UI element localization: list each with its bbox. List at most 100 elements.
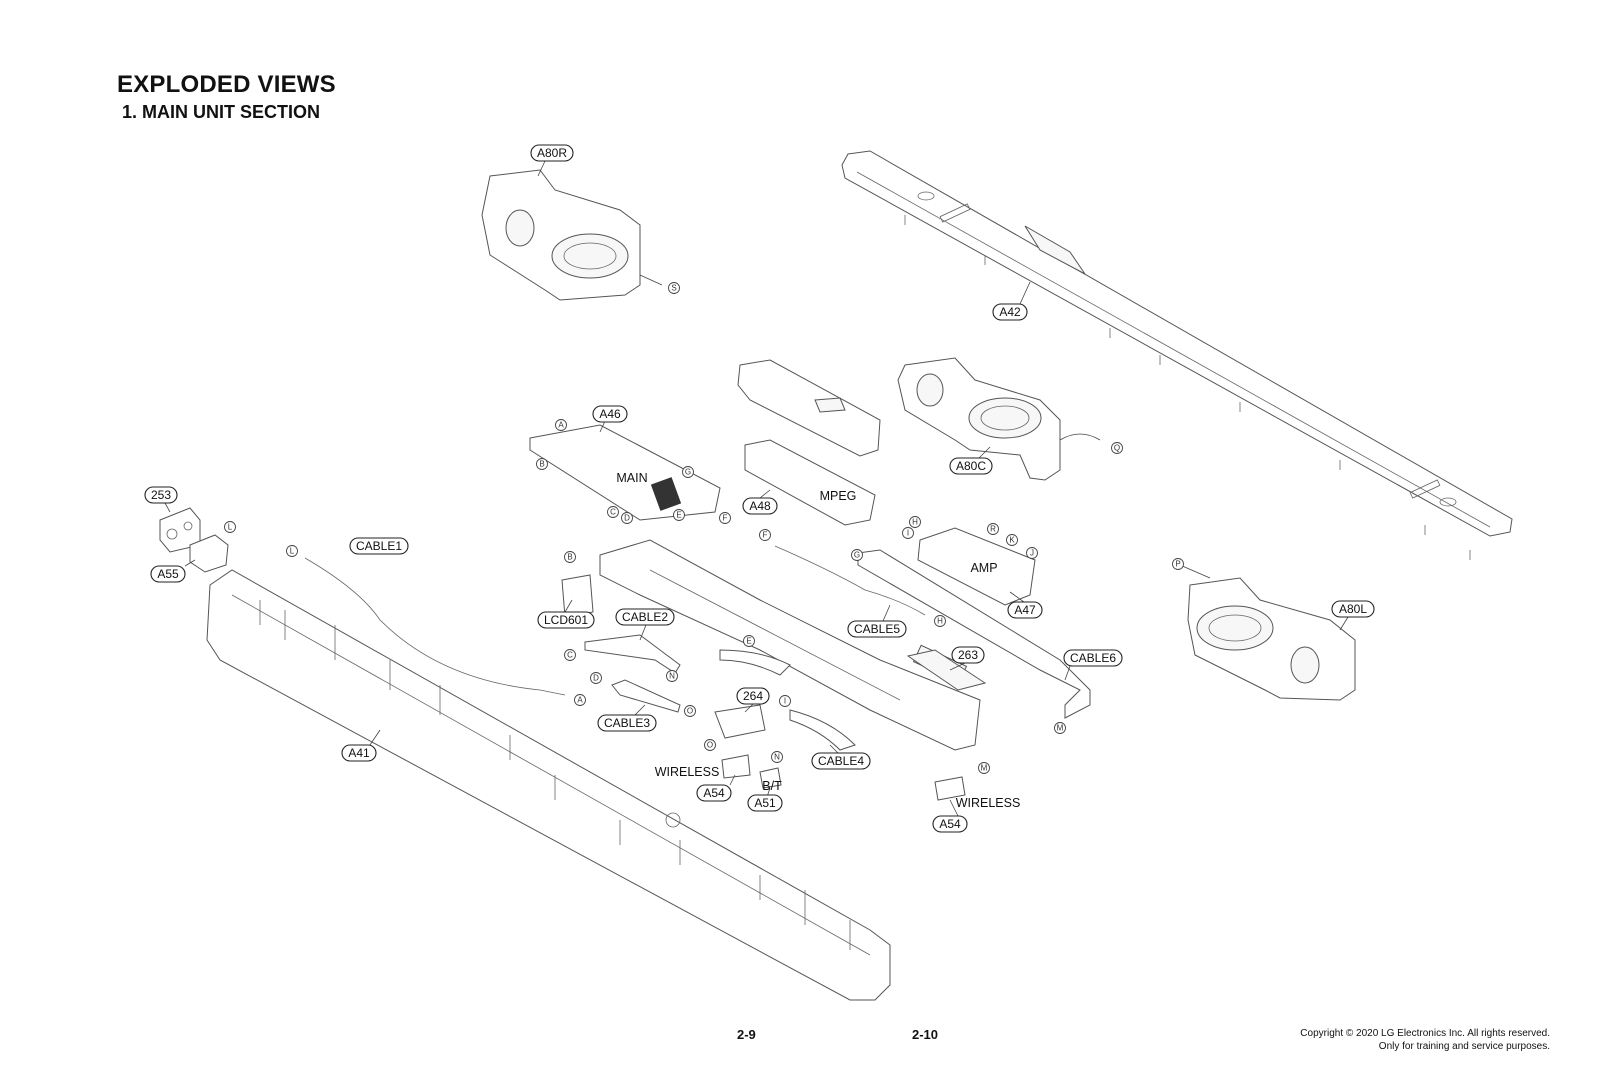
connector-marker-o-cable3: O bbox=[684, 705, 696, 717]
part-264-module bbox=[714, 704, 766, 739]
connector-marker-l-top: L bbox=[224, 521, 236, 533]
svg-text:CABLE1: CABLE1 bbox=[356, 539, 402, 553]
module-label-bt: B/T bbox=[762, 779, 782, 793]
svg-text:D: D bbox=[624, 514, 630, 523]
part-cable6 bbox=[857, 549, 1091, 719]
part-cable5 bbox=[774, 545, 926, 616]
copyright-notice: Copyright © 2020 LG Electronics Inc. All… bbox=[1300, 1027, 1550, 1053]
part-tag-a54-right: A54 bbox=[932, 815, 968, 833]
part-tag-lcd601: LCD601 bbox=[537, 611, 595, 629]
part-tag-a46: A46 bbox=[592, 405, 628, 423]
part-tag-cable4: CABLE4 bbox=[811, 752, 871, 770]
svg-text:CABLE6: CABLE6 bbox=[1070, 651, 1116, 665]
svg-text:LCD601: LCD601 bbox=[544, 613, 588, 627]
connector-marker-b-lcd: B bbox=[564, 551, 576, 563]
part-a80r-speaker bbox=[481, 169, 663, 301]
connector-marker-f: F bbox=[719, 512, 731, 524]
svg-text:A54: A54 bbox=[703, 786, 725, 800]
copyright-line-2: Only for training and service purposes. bbox=[1378, 1041, 1550, 1052]
part-tag-cable3: CABLE3 bbox=[597, 714, 657, 732]
board-label-amp: AMP bbox=[970, 561, 997, 575]
svg-text:N: N bbox=[669, 672, 675, 681]
svg-text:I: I bbox=[784, 697, 786, 706]
part-cable1 bbox=[304, 557, 566, 696]
section-subtitle: 1. MAIN UNIT SECTION bbox=[122, 102, 321, 122]
svg-text:M: M bbox=[981, 764, 988, 773]
part-lcd601 bbox=[561, 574, 594, 618]
connector-marker-m-wireless: M bbox=[978, 762, 990, 774]
svg-text:G: G bbox=[854, 551, 860, 560]
module-label-wireless-left: WIRELESS bbox=[655, 765, 720, 779]
svg-text:A: A bbox=[558, 421, 564, 430]
svg-text:G: G bbox=[685, 468, 691, 477]
svg-text:F: F bbox=[763, 531, 768, 540]
part-tag-a47: A47 bbox=[1007, 601, 1043, 619]
connector-marker-j: J bbox=[1026, 547, 1038, 559]
part-a54-wireless-right bbox=[934, 776, 966, 801]
svg-text:C: C bbox=[567, 651, 573, 660]
part-tag-a80r: A80R bbox=[530, 144, 574, 162]
svg-text:D: D bbox=[593, 674, 599, 683]
connector-marker-l-cable1: L bbox=[286, 545, 298, 557]
part-a54-wireless-left bbox=[721, 754, 751, 779]
connector-marker-q: Q bbox=[1111, 442, 1123, 454]
svg-text:J: J bbox=[1030, 549, 1034, 558]
connector-marker-a-cable1: A bbox=[574, 694, 586, 706]
connector-marker-h-amp: H bbox=[909, 516, 921, 528]
connector-marker-s: S bbox=[668, 282, 680, 294]
part-a47-amp-board bbox=[917, 527, 1036, 606]
part-tag-a48: A48 bbox=[742, 497, 778, 515]
board-label-main: MAIN bbox=[616, 471, 647, 485]
part-tag-a51: A51 bbox=[747, 794, 783, 812]
svg-text:E: E bbox=[676, 511, 681, 520]
connector-marker-d: D bbox=[621, 512, 633, 524]
part-cable3 bbox=[611, 679, 681, 713]
svg-text:K: K bbox=[1009, 536, 1015, 545]
part-tag-cable1: CABLE1 bbox=[349, 537, 409, 555]
svg-text:A80C: A80C bbox=[956, 459, 986, 473]
connector-marker-k: K bbox=[1006, 534, 1018, 546]
part-a80l-speaker bbox=[1179, 564, 1356, 701]
svg-text:O: O bbox=[687, 707, 693, 716]
part-tag-a80c: A80C bbox=[949, 457, 993, 475]
connector-marker-n-bt: N bbox=[771, 751, 783, 763]
connector-marker-c: C bbox=[607, 506, 619, 518]
connector-marker-n-cable2: N bbox=[666, 670, 678, 682]
connector-marker-a: A bbox=[555, 419, 567, 431]
svg-text:N: N bbox=[774, 753, 780, 762]
connector-marker-m-cable6: M bbox=[1054, 722, 1066, 734]
connector-marker-f-cable5: F bbox=[759, 529, 771, 541]
copyright-line-1: Copyright © 2020 LG Electronics Inc. All… bbox=[1300, 1028, 1550, 1039]
svg-text:R: R bbox=[990, 525, 996, 534]
connector-marker-d-cable3: D bbox=[590, 672, 602, 684]
svg-text:A: A bbox=[577, 696, 583, 705]
part-mpeg-shield bbox=[737, 359, 881, 457]
connector-marker-h-cable5: H bbox=[934, 615, 946, 627]
part-tag-a80l: A80L bbox=[1331, 600, 1375, 618]
svg-text:E: E bbox=[746, 637, 751, 646]
svg-text:B: B bbox=[539, 460, 544, 469]
svg-text:L: L bbox=[290, 547, 295, 556]
part-a41-bottom-housing bbox=[206, 569, 891, 1001]
svg-text:CABLE3: CABLE3 bbox=[604, 716, 650, 730]
svg-text:CABLE2: CABLE2 bbox=[622, 610, 668, 624]
svg-text:A47: A47 bbox=[1014, 603, 1036, 617]
svg-text:CABLE4: CABLE4 bbox=[818, 754, 864, 768]
svg-text:A48: A48 bbox=[749, 499, 771, 513]
svg-text:253: 253 bbox=[151, 488, 171, 502]
part-a46-main-board bbox=[529, 424, 721, 521]
module-label-wireless-right: WIRELESS bbox=[956, 796, 1021, 810]
svg-text:M: M bbox=[1057, 724, 1064, 733]
part-tag-a41: A41 bbox=[341, 744, 377, 762]
part-a80c-speaker bbox=[897, 357, 1101, 481]
svg-text:A41: A41 bbox=[348, 746, 370, 760]
svg-text:P: P bbox=[1175, 560, 1180, 569]
svg-text:A80R: A80R bbox=[537, 146, 567, 160]
svg-text:263: 263 bbox=[958, 648, 978, 662]
part-tag-253: 253 bbox=[144, 486, 178, 504]
part-263 bbox=[906, 649, 987, 691]
svg-text:F: F bbox=[723, 514, 728, 523]
page-number-right: 2-10 bbox=[912, 1027, 939, 1042]
part-a51-bt-module bbox=[759, 767, 782, 789]
svg-text:A51: A51 bbox=[754, 796, 776, 810]
